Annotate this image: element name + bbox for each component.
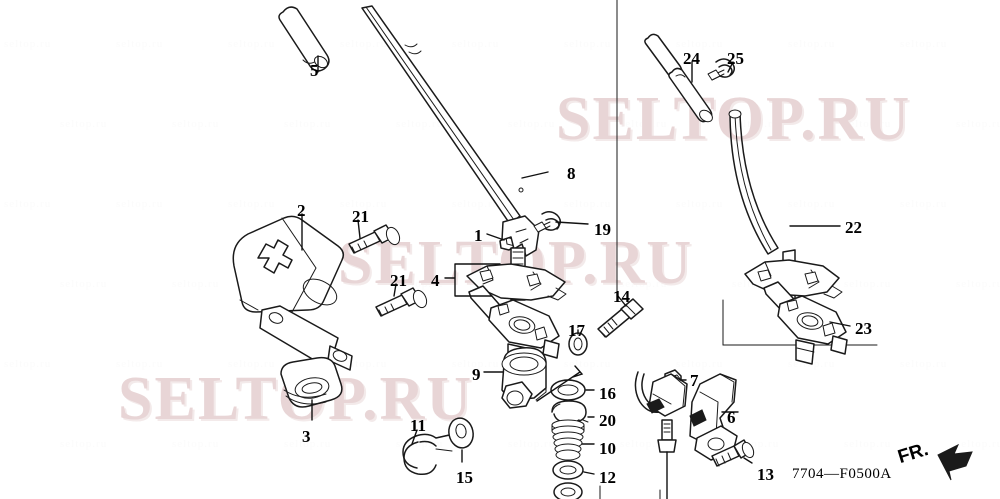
part-5-grip (278, 6, 330, 72)
leader-25 (727, 61, 734, 73)
callout-number-15: 15 (456, 468, 473, 487)
callout-number-23: 23 (855, 319, 872, 338)
callout-number-11: 11 (410, 416, 427, 435)
callout-number-5: 5 (310, 61, 319, 80)
part-25-clip (707, 58, 735, 81)
leader-21-lower (393, 283, 397, 297)
callout-number-10: 10 (599, 439, 616, 458)
leader-4 (444, 263, 501, 297)
leader-lines (301, 55, 851, 475)
cutoff-bottom-items (553, 482, 661, 499)
leader-9-arrow (536, 365, 584, 402)
leader-23 (829, 321, 851, 327)
callout-number-21b: 21 (390, 271, 407, 290)
part-21-flange-bolt-lower (375, 287, 428, 317)
leader-1 (486, 233, 505, 241)
leader-12 (583, 471, 595, 475)
callout-number-6: 6 (727, 408, 736, 427)
leader-21-upper (357, 219, 361, 239)
part-15-bushing (448, 417, 474, 449)
part-11-torsion-spring (402, 433, 455, 476)
part-19-clip (533, 211, 561, 233)
callout-number-7: 7 (690, 371, 699, 390)
callout-number-2: 2 (297, 201, 306, 220)
part-21-flange-bolt-upper (348, 224, 401, 254)
diagram-part-number: 7704—F0500A (792, 466, 892, 482)
right-upper-plate (744, 259, 843, 299)
part-24-grip (644, 33, 713, 123)
part-10-spring (551, 419, 585, 461)
callout-number-14: 14 (613, 287, 630, 306)
callout-number-12: 12 (599, 468, 616, 487)
part-8-change-lever (361, 5, 524, 225)
callout-number-19: 19 (594, 220, 611, 239)
part-13-bolt (711, 439, 755, 467)
callout-number-24: 24 (683, 49, 700, 68)
callout-number-8: 8 (567, 164, 576, 183)
callout-number-3: 3 (302, 427, 311, 446)
part-23-shift-arm (763, 281, 848, 365)
callout-number-17: 17 (568, 321, 585, 340)
callout-number-21: 21 (352, 207, 369, 226)
callout-number-16: 16 (599, 384, 616, 403)
callout-number-1: 1 (474, 226, 483, 245)
leader-13 (743, 457, 753, 464)
callout-number-25: 25 (727, 49, 744, 68)
callout-number-4: 4 (431, 271, 440, 290)
callout-number-22: 22 (845, 218, 862, 237)
part-17-washer (568, 332, 588, 356)
callout-number-13: 13 (757, 465, 774, 484)
part-4-lever-bracket (466, 247, 567, 369)
front-direction-arrow (937, 443, 973, 481)
part-2-shift-pattern-plate (232, 215, 353, 371)
callout-number-9: 9 (472, 365, 481, 384)
part-12-washer (552, 460, 584, 480)
leader-19 (555, 221, 589, 225)
leader-11 (411, 429, 418, 445)
leader-14 (617, 295, 627, 307)
part-9-housing (501, 347, 547, 409)
part-3-boot (280, 356, 343, 408)
part-14-bolt (597, 298, 644, 338)
part-16-washer (550, 379, 586, 401)
callout-number-20: 20 (599, 411, 616, 430)
part-6-shift-arm (689, 373, 738, 461)
leader-8 (521, 171, 549, 179)
shift-arm-left (634, 371, 688, 499)
